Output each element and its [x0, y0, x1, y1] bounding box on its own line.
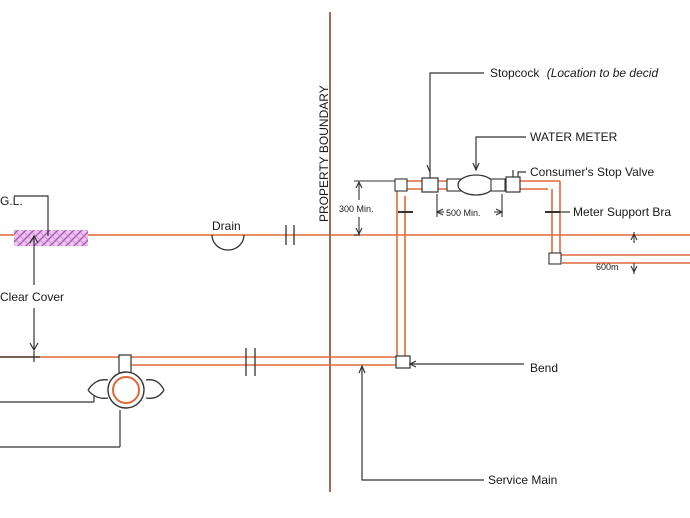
property-boundary-label: PROPERTY BOUNDARY — [317, 85, 331, 222]
clear-cover-dimension — [29, 234, 39, 352]
elbow-low-icon — [548, 252, 562, 265]
ground-joint-icon — [285, 225, 295, 245]
service-main-label: Service Main — [488, 473, 557, 487]
dim-600 — [630, 232, 638, 274]
stopcock-title: Stopcock — [490, 66, 540, 80]
left-leaders — [0, 351, 121, 448]
ground-hatch — [14, 230, 88, 246]
dim-300 — [354, 180, 395, 236]
consumer-stop-valve-label: Consumer's Stop Valve — [530, 165, 654, 179]
dim-300-label: 300 Min. — [339, 204, 374, 214]
drain-icon — [211, 234, 245, 251]
stopcock-icon — [421, 172, 439, 193]
service-main-pipe — [0, 356, 404, 366]
water-meter-icon — [446, 174, 506, 196]
clear-cover-label: Clear Cover — [0, 290, 64, 304]
stopcock-label: Stopcock (Location to be decid — [490, 66, 658, 80]
dim-600-label: 600m — [596, 262, 619, 272]
bend-label: Bend — [530, 361, 558, 375]
gl-label: G.L. — [0, 194, 23, 208]
stopcock-note: (Location to be decid — [547, 66, 659, 80]
meter-support-label: Meter Support Bra — [573, 205, 671, 219]
elbow-top-icon — [394, 178, 408, 192]
gl-leader — [14, 195, 49, 236]
dim-500 — [435, 194, 504, 217]
consumer-stop-valve-icon — [505, 170, 521, 193]
drain-label: Drain — [212, 219, 241, 233]
main-joint-icon — [245, 348, 256, 376]
bend-fitting-icon — [395, 355, 411, 369]
right-leaders — [358, 72, 570, 481]
water-meter-label: WATER METER — [530, 130, 618, 144]
dim-500-label: 500 Min. — [446, 208, 481, 218]
tapping-saddle-icon — [87, 354, 165, 409]
